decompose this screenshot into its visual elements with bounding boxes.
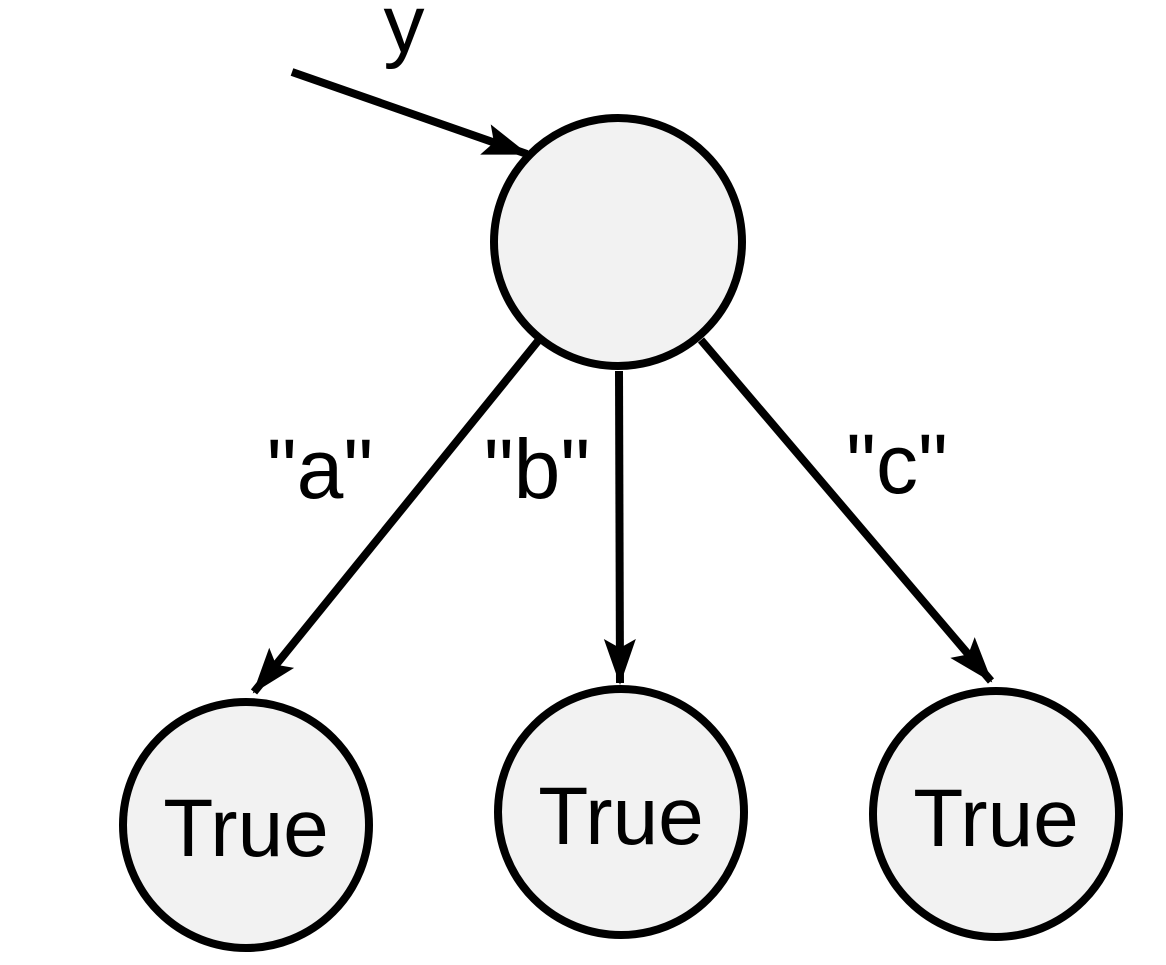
leaf-node-a <box>119 698 373 952</box>
edge-a <box>250 338 542 695</box>
edge-b-label: "b" <box>484 422 590 516</box>
input-arrow-label: y <box>384 0 425 70</box>
leaf-node-b-label: True <box>538 771 704 862</box>
input-arrow <box>290 68 529 158</box>
edge-b <box>603 370 636 685</box>
edge-c-label: "c" <box>846 417 948 511</box>
leaf-node-c <box>869 687 1123 941</box>
root-node <box>490 114 746 370</box>
leaf-node-b <box>494 685 748 939</box>
leaf-node-a-label: True <box>163 783 329 874</box>
leaf-node-c-label: True <box>913 773 1079 864</box>
edge-a-label: "a" <box>267 422 373 516</box>
edge-c <box>697 337 995 684</box>
